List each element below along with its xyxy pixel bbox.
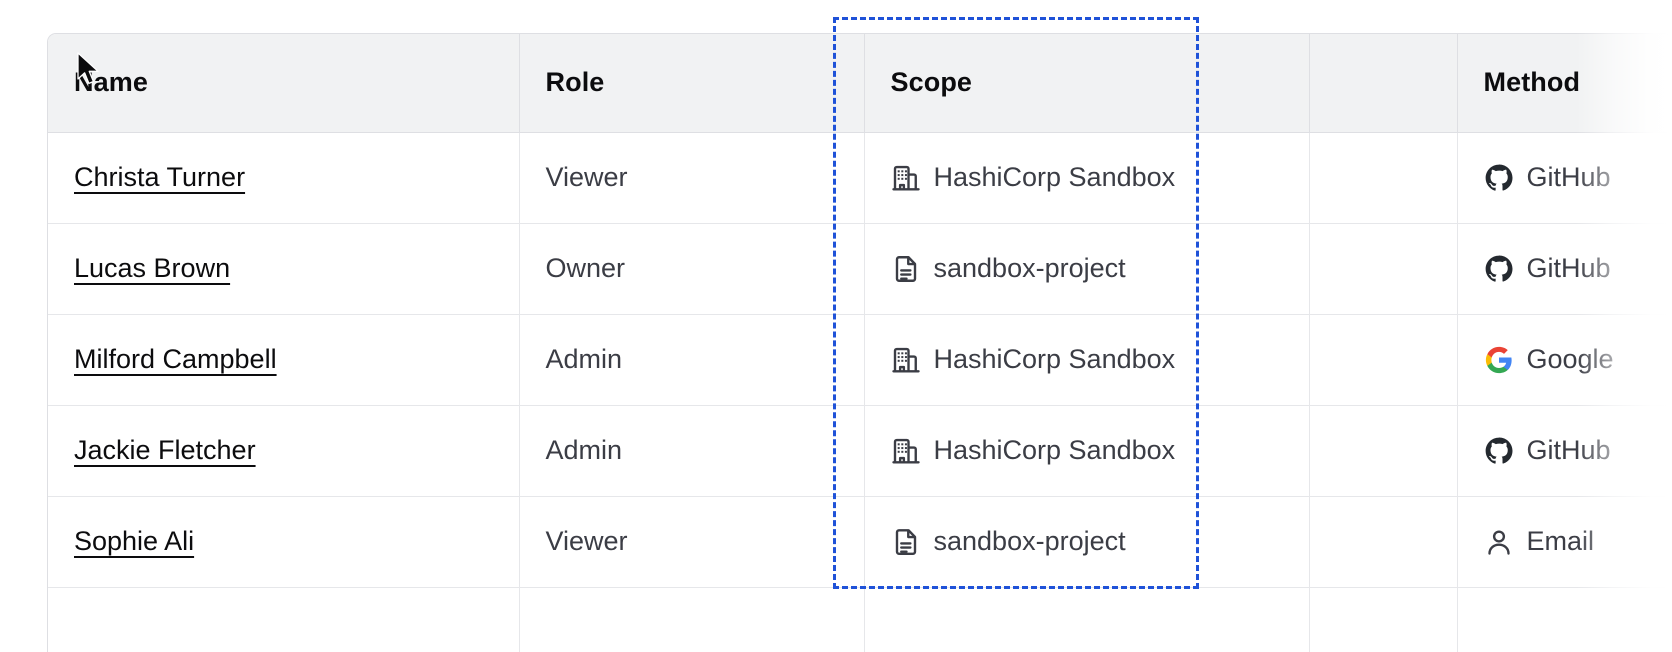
organization-icon	[891, 438, 920, 463]
method-value: GitHub	[1484, 224, 1672, 314]
scope-label: HashiCorp Sandbox	[933, 344, 1176, 374]
google-icon	[1485, 346, 1512, 373]
github-icon	[1485, 164, 1512, 191]
cell-name: Lucas Brown	[48, 223, 520, 315]
table-row[interactable]: Milford Campbell Admin HashiCorp Sandbox Go…	[48, 314, 1672, 406]
member-name-link[interactable]: Jackie Fletcher	[74, 435, 256, 465]
cell-name: Milford Campbell	[48, 314, 520, 406]
table-header: Name Role Scope Method	[48, 34, 1672, 133]
document-icon	[895, 255, 916, 282]
cell-scope: HashiCorp Sandbox	[864, 405, 1310, 497]
cell-role: Admin	[519, 405, 865, 497]
method-label: Email	[1526, 526, 1595, 556]
column-header-role[interactable]: Role	[519, 34, 865, 133]
member-name-link[interactable]: Milford Campbell	[74, 344, 277, 374]
cell-role: Viewer	[519, 132, 865, 224]
method-label: GitHub	[1526, 162, 1611, 192]
cell-name: Christa Turner	[48, 132, 520, 224]
method-value: Google	[1484, 315, 1672, 405]
cell-scope	[864, 587, 1310, 652]
cell-name	[48, 587, 520, 652]
user-icon	[1487, 529, 1510, 555]
scope-label: sandbox-project	[933, 526, 1126, 556]
method-label: Google	[1526, 344, 1614, 374]
scope-value: sandbox-project	[891, 224, 1309, 314]
cell-name: Sophie Ali	[48, 496, 520, 588]
github-icon	[1485, 255, 1512, 282]
organization-icon	[891, 165, 920, 190]
organization-icon	[891, 347, 920, 372]
cell-name: Jackie Fletcher	[48, 405, 520, 497]
cell-role: Admin	[519, 314, 865, 406]
cell-method: Email	[1457, 496, 1672, 588]
column-header-scope[interactable]: Scope	[864, 34, 1310, 133]
method-label: GitHub	[1526, 435, 1611, 465]
cell-role	[519, 587, 865, 652]
scope-value: HashiCorp Sandbox	[891, 133, 1309, 223]
cell-blank	[1309, 405, 1458, 497]
cell-blank	[1309, 587, 1458, 652]
scope-value: HashiCorp Sandbox	[891, 406, 1309, 496]
cell-method: Google	[1457, 314, 1672, 406]
cell-scope: sandbox-project	[864, 496, 1310, 588]
table-row[interactable]	[48, 587, 1672, 652]
cell-blank	[1309, 496, 1458, 588]
table-row[interactable]: Jackie Fletcher Admin HashiCorp Sandbox Git…	[48, 405, 1672, 497]
method-label: GitHub	[1526, 253, 1611, 283]
member-name-link[interactable]: Lucas Brown	[74, 253, 231, 283]
column-header-name[interactable]: Name	[48, 34, 520, 133]
document-icon	[895, 528, 916, 555]
table-header-row: Name Role Scope Method	[48, 34, 1672, 133]
column-header-method[interactable]: Method	[1457, 34, 1672, 133]
cell-method: GitHub	[1457, 132, 1672, 224]
github-icon	[1485, 437, 1512, 464]
table-row[interactable]: Christa Turner Viewer HashiCorp Sandbox Git…	[48, 132, 1672, 224]
cell-method	[1457, 587, 1672, 652]
column-header-blank	[1309, 34, 1458, 133]
table-row[interactable]: Sophie Ali Viewer sandbox-project Email	[48, 496, 1672, 588]
scope-label: HashiCorp Sandbox	[933, 162, 1176, 192]
scope-label: HashiCorp Sandbox	[933, 435, 1176, 465]
scope-value: sandbox-project	[891, 497, 1309, 587]
cell-method: GitHub	[1457, 223, 1672, 315]
table-row[interactable]: Lucas Brown Owner sandbox-project GitHub	[48, 223, 1672, 315]
cell-method: GitHub	[1457, 405, 1672, 497]
scope-label: sandbox-project	[933, 253, 1126, 283]
method-value: GitHub	[1484, 406, 1672, 496]
cell-blank	[1309, 314, 1458, 406]
cell-blank	[1309, 223, 1458, 315]
cell-role: Viewer	[519, 496, 865, 588]
cell-scope: sandbox-project	[864, 223, 1310, 315]
cell-blank	[1309, 132, 1458, 224]
cell-scope: HashiCorp Sandbox	[864, 132, 1310, 224]
method-value: Email	[1484, 497, 1672, 587]
member-name-link[interactable]: Sophie Ali	[74, 526, 195, 556]
method-value: GitHub	[1484, 133, 1672, 223]
scope-value: HashiCorp Sandbox	[891, 315, 1309, 405]
member-name-link[interactable]: Christa Turner	[74, 162, 246, 192]
cell-role: Owner	[519, 223, 865, 315]
cell-scope: HashiCorp Sandbox	[864, 314, 1310, 406]
